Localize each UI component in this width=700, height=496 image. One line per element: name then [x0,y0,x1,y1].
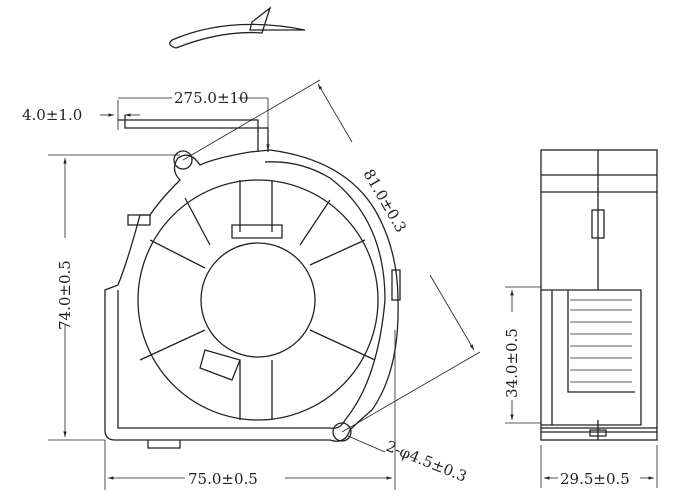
dimension-lines [48,79,481,490]
rotation-arrow-icon [169,6,306,49]
height-label: 74.0±0.5 [56,260,74,330]
holes-label: 2-φ4.5±0.3 [384,437,470,486]
width-label: 75.0±0.5 [188,470,258,488]
fan-side-view [505,149,658,488]
lead-strip-label: 4.0±1.0 [22,106,82,124]
fan-front-view [104,115,401,449]
thickness-label: 29.5±0.5 [560,470,630,488]
outlet-height-label: 34.0±0.5 [503,328,521,398]
lead-length-label: 275.0±10 [174,89,249,107]
hole-spacing-label: 81.0±0.3 [360,166,411,235]
